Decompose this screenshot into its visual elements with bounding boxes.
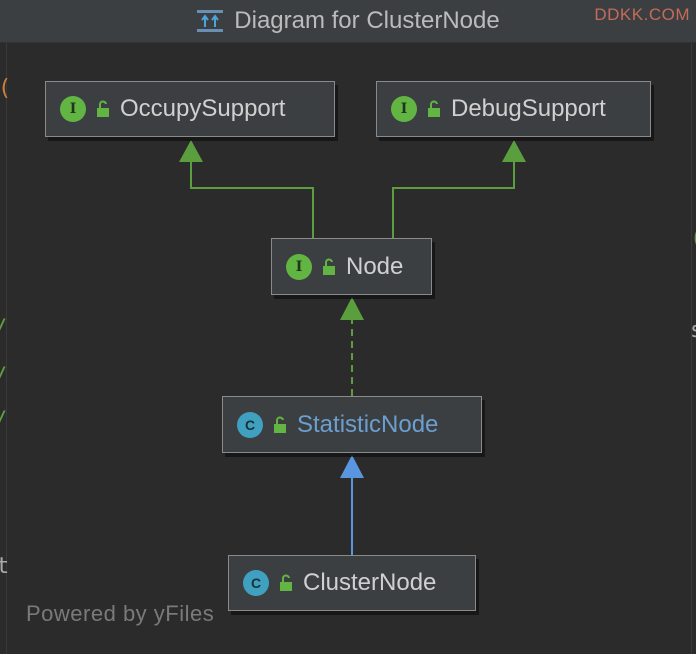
watermark: DDKK.COM [594, 5, 690, 24]
powered-by-label: Powered by yFiles [26, 601, 215, 626]
window-title: Diagram for ClusterNode [234, 7, 500, 34]
diagram-canvas[interactable] [6, 43, 692, 654]
class-icon: C [237, 411, 263, 438]
node-occupysupport[interactable]: I OccupySupport [45, 81, 335, 137]
lock-icon [428, 100, 440, 117]
lock-icon [280, 574, 292, 591]
interface-icon: I [60, 96, 86, 122]
lock-icon [97, 100, 109, 117]
title-group: Diagram for ClusterNode [196, 7, 500, 35]
node-debugsupport[interactable]: I DebugSupport [376, 81, 651, 137]
right-edge [690, 43, 696, 654]
side-glyph: s [690, 318, 696, 343]
title-bar: Diagram for ClusterNode DDKK.COM [0, 0, 696, 43]
left-edge [0, 43, 6, 654]
node-label: Node [346, 252, 404, 280]
node-label: ClusterNode [303, 569, 437, 596]
node-node[interactable]: I Node [271, 238, 432, 295]
node-label: OccupySupport [120, 95, 286, 122]
lock-icon [274, 415, 286, 433]
interface-icon: I [391, 96, 417, 122]
node-label: StatisticNode [297, 410, 439, 438]
side-glyph: t [0, 554, 10, 579]
side-glyph: ( [0, 76, 11, 101]
side-glyph: / [0, 316, 7, 341]
side-glyph: / [0, 364, 7, 389]
class-icon: C [243, 570, 269, 596]
side-glyph: ( [690, 226, 696, 251]
node-statisticnode[interactable]: C StatisticNode [222, 396, 482, 453]
lock-icon [323, 257, 335, 275]
interface-icon: I [286, 253, 312, 280]
node-label: DebugSupport [451, 95, 606, 122]
side-glyph: / [0, 408, 7, 433]
diagram-icon [197, 10, 224, 32]
node-clusternode[interactable]: C ClusterNode [228, 555, 476, 611]
